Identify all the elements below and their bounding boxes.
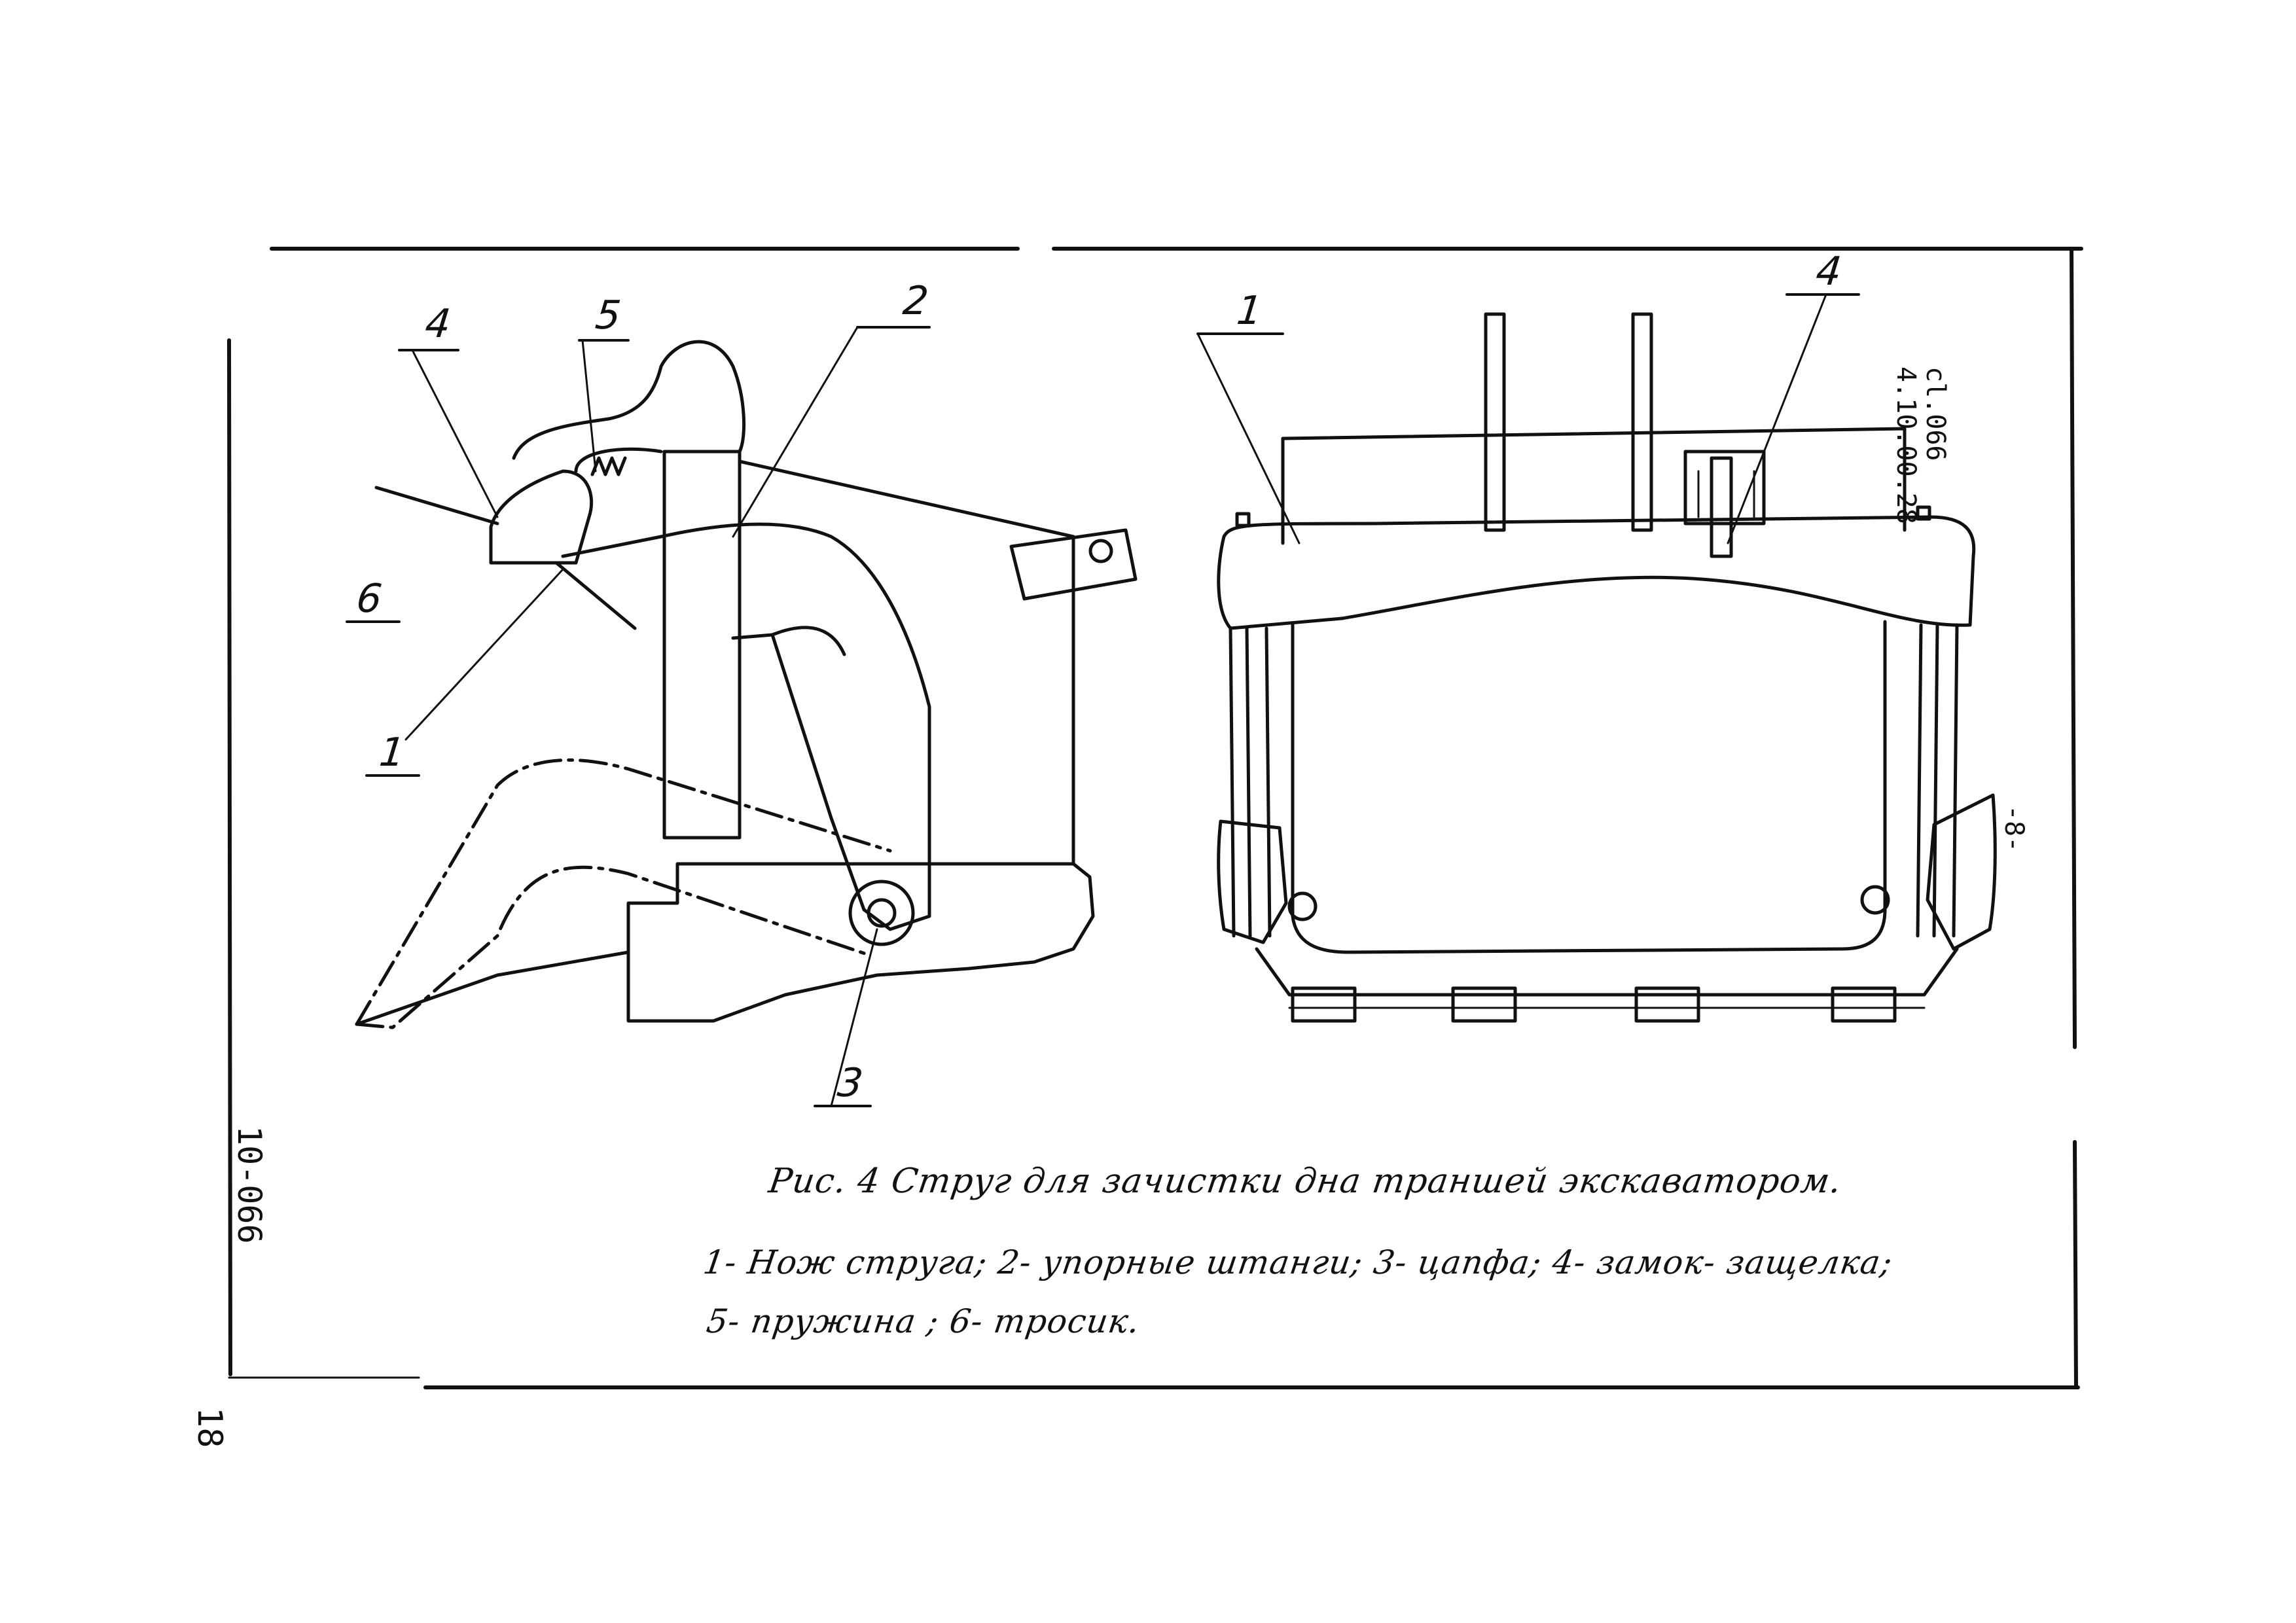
callout-right-4: 4 [1814,249,1844,294]
callout-left-2: 2 [901,278,931,324]
page-marker: -8- [1999,805,2029,853]
callout-left-3: 3 [835,1060,865,1106]
figure-legend-line-2: 5- пружина ; 6- тросик. [704,1302,1143,1340]
callout-left-1: 1 [377,730,407,776]
side-stamp-number: 18 [190,1407,229,1448]
sheet-frame [227,247,2083,1389]
figure-title: Рис. 4 Струг для зачистки дна траншей эк… [766,1162,1844,1201]
document-code-vertical: 4.10.00.28 [1891,366,1921,524]
callout-left-5: 5 [593,293,623,338]
side-view [346,326,1138,1107]
side-stamp-code: 10-066 [230,1126,268,1244]
callout-right-1: 1 [1234,288,1265,334]
document-code-vertical-2: cl.066 [1920,366,1950,461]
front-view [1196,293,1997,1023]
callout-left-4: 4 [423,301,453,347]
callout-left-6: 6 [354,576,384,622]
figure-legend-line-1: 1- Нож струга; 2- упорные штанги; 3- цап… [700,1243,1895,1281]
